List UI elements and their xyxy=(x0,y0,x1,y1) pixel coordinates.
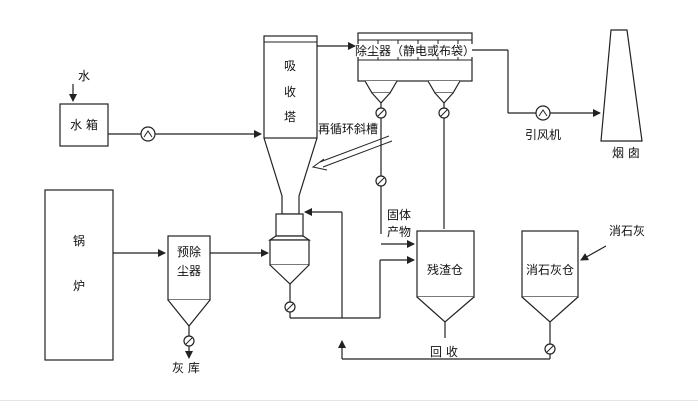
reactor-valve-icon xyxy=(284,301,296,313)
absorber-label-1: 吸 xyxy=(284,59,296,73)
boiler-label-top: 锅 xyxy=(73,233,85,248)
recovery-label: 回 收 xyxy=(430,345,458,359)
absorber-label-2: 收 xyxy=(284,85,296,99)
solid-product-label-2: 产物 xyxy=(387,225,411,239)
residue-bin-label: 残渣仓 xyxy=(427,263,463,277)
lime-bin-label: 消石灰仓 xyxy=(526,263,574,277)
solid-product-label-1: 固体 xyxy=(387,208,411,222)
ash-store-label: 灰 库 xyxy=(172,360,200,375)
boiler-label-bottom: 炉 xyxy=(73,279,85,293)
pre-duster-valve-icon xyxy=(183,335,195,347)
lime-valve-icon xyxy=(544,343,556,355)
absorber-tower: 吸 收 塔 xyxy=(263,35,318,215)
lime-input: 消石灰 xyxy=(580,224,645,261)
water-tank: 水 箱 xyxy=(59,103,109,147)
chute-valve-icon xyxy=(375,175,387,187)
lime-input-label: 消石灰 xyxy=(609,224,645,238)
water-tank-label: 水 箱 xyxy=(70,117,98,132)
id-fan-icon xyxy=(535,105,551,121)
dust-collector-label: 除尘器（静电或布袋） xyxy=(355,43,475,58)
id-fan-label: 引风机 xyxy=(525,128,561,142)
pre-duster-label-1: 预除 xyxy=(177,244,201,259)
water-pump-icon xyxy=(140,126,156,142)
hopper-valve-left-icon xyxy=(375,107,387,119)
chimney: 烟 囱 xyxy=(600,29,643,160)
boiler: 锅 炉 xyxy=(44,189,114,361)
venturi-reactor xyxy=(268,213,311,285)
recirculation-chute: 再循环斜槽 xyxy=(311,122,393,171)
recirc-chute-label: 再循环斜槽 xyxy=(318,122,378,136)
pre-duster-label-2: 尘器 xyxy=(177,264,201,278)
hopper-valve-right-icon xyxy=(438,107,450,119)
pre-duster: 预除 尘器 xyxy=(167,235,211,327)
absorber-label-3: 塔 xyxy=(284,110,296,124)
water-label: 水 xyxy=(78,69,90,83)
water-input: 水 xyxy=(69,69,90,102)
lime-bin: 消石灰仓 xyxy=(521,230,579,323)
chimney-label: 烟 囱 xyxy=(612,146,640,160)
bottom-divider xyxy=(0,400,698,401)
residue-bin: 残渣仓 xyxy=(416,230,475,323)
dust-collector: 除尘器（静电或布袋） xyxy=(355,32,475,104)
